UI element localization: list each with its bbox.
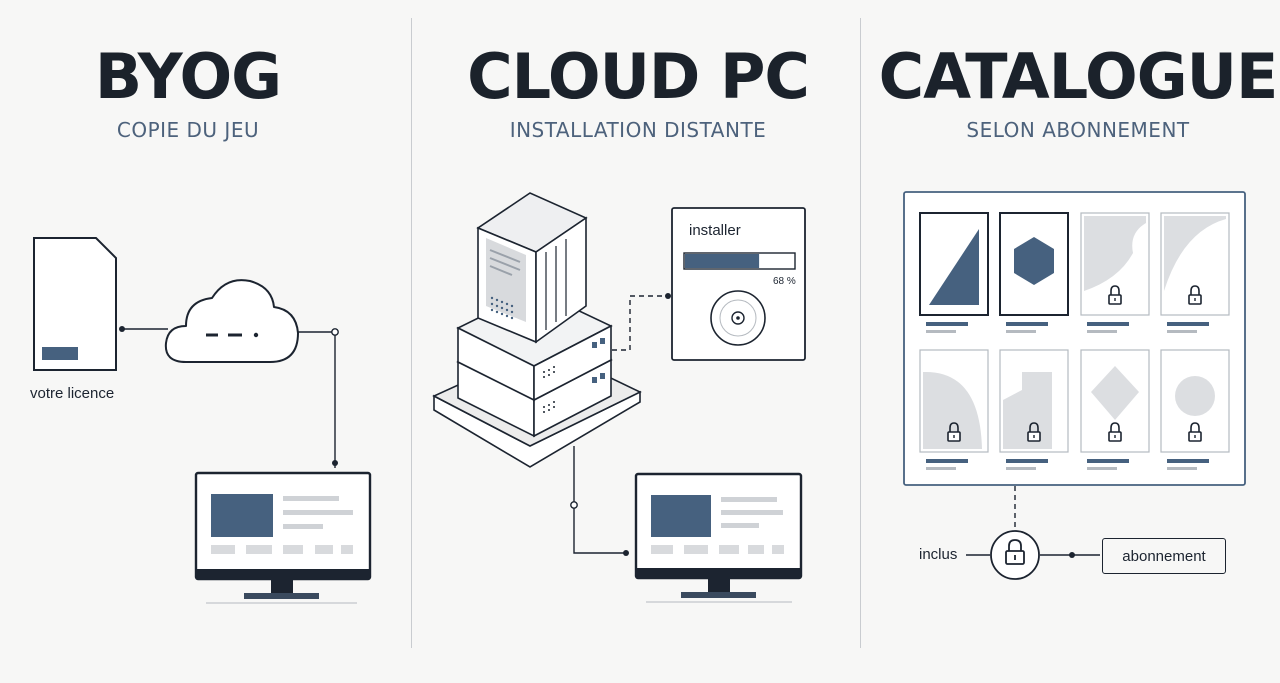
subscription-lock-icon (990, 530, 1040, 580)
lock-icon (1188, 422, 1202, 442)
game-tile-locked[interactable] (1080, 212, 1150, 333)
connector-cloud-monitor (298, 328, 339, 468)
catalogue-panel (903, 191, 1246, 486)
cloud-icon (164, 279, 299, 363)
cloud-pc-subtitle: INSTALLATION DISTANTE (509, 118, 767, 142)
subscription-box[interactable]: abonnement (1102, 538, 1226, 574)
catalogue-subtitle: SELON ABONNEMENT (966, 118, 1190, 142)
included-label: inclus (919, 546, 958, 563)
installer-window (671, 207, 806, 361)
lock-icon (1027, 422, 1041, 442)
column-divider-right (860, 18, 861, 648)
installer-label: installer (689, 222, 741, 239)
cloud-pc-title: CLOUD PC (467, 40, 810, 113)
cloud-pc-monitor-icon (634, 472, 803, 603)
lock-icon (947, 422, 961, 442)
server-stack-icon (432, 192, 642, 468)
catalogue-tiles (919, 212, 1230, 470)
license-document-icon (33, 237, 117, 371)
lock-icon (1108, 285, 1122, 305)
game-tile-locked[interactable] (919, 349, 989, 470)
install-progress-text: 68 % (773, 276, 796, 287)
game-tile-unlocked[interactable] (919, 212, 989, 333)
game-tile-unlocked[interactable] (999, 212, 1069, 333)
connector-server-installer (612, 293, 671, 351)
license-label: votre licence (30, 385, 115, 402)
connector-server-monitor (570, 446, 629, 556)
install-progress-fill (685, 254, 760, 268)
connector-license-cloud (119, 326, 168, 332)
lock-icon (1188, 285, 1202, 305)
connector-catalogue-lock (966, 486, 1100, 558)
byog-subtitle: COPIE DU JEU (116, 118, 260, 142)
byog-monitor-icon (194, 471, 372, 604)
catalogue-title: CATALOGUE (878, 40, 1279, 113)
disc-icon (710, 290, 766, 346)
game-tile-locked[interactable] (1080, 349, 1150, 470)
game-tile-locked[interactable] (999, 349, 1069, 470)
byog-title: BYOG (94, 40, 282, 113)
column-divider-left (411, 18, 412, 648)
lock-icon (1108, 422, 1122, 442)
game-tile-locked[interactable] (1160, 349, 1230, 470)
game-tile-locked[interactable] (1160, 212, 1230, 333)
